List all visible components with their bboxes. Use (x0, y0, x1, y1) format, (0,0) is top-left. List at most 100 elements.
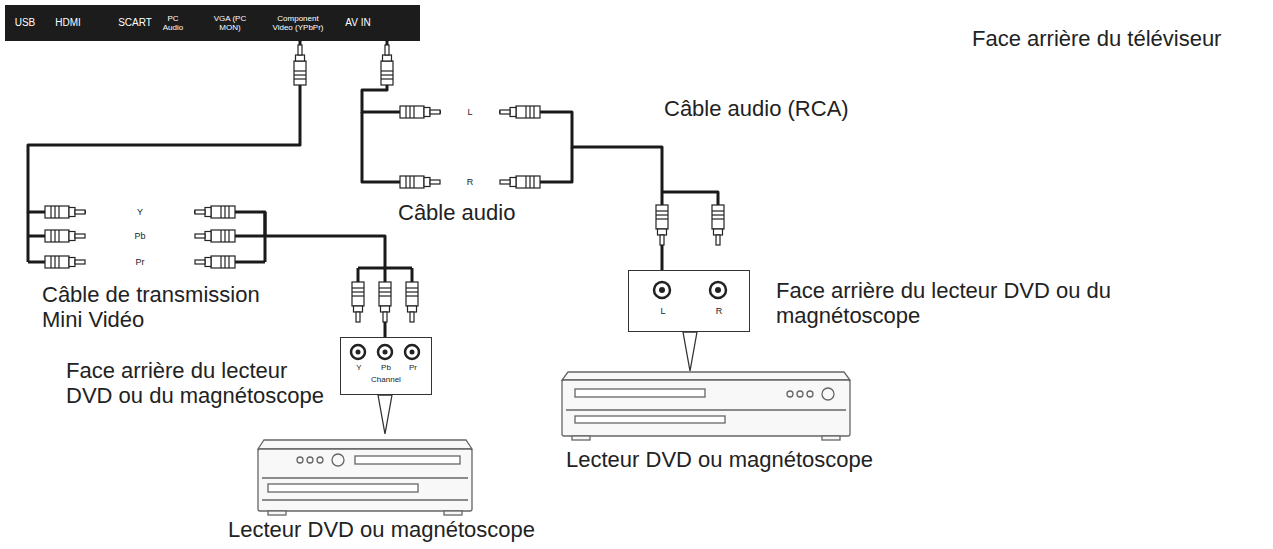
port-label: SCART (118, 17, 152, 29)
rca-jack (351, 345, 365, 359)
port-label: HDMI (55, 17, 81, 29)
player-top (562, 372, 850, 380)
dvd-player (562, 372, 850, 440)
player-knob (332, 454, 344, 466)
panel-caption: Face arrière du téléviseur (972, 26, 1221, 51)
player-button (797, 391, 803, 397)
jack-pin (356, 350, 361, 355)
callout-tail (683, 332, 697, 371)
rca-jacks (351, 282, 726, 359)
cable-split (662, 192, 718, 205)
signal-label: R (466, 177, 475, 187)
rca-plug (195, 206, 235, 218)
cable-split (235, 212, 265, 262)
dvd-rear-panel: LR (628, 270, 750, 332)
jack-label: Y (356, 363, 361, 372)
jack-pins (356, 287, 722, 355)
rca-plug (352, 282, 364, 322)
port-label: AV IN (345, 17, 370, 29)
player-foot (822, 436, 840, 440)
rca-jack (710, 282, 726, 298)
rca-plug (500, 176, 540, 188)
dvd-rear-panel: Y Pb PrChannel (340, 337, 432, 395)
jack-label: R (716, 306, 723, 316)
cable (362, 41, 662, 270)
device-caption: Lecteur DVD ou magnétoscope (566, 447, 873, 472)
panel-caption: Face arrière du lecteur DVD ou du magnét… (66, 358, 326, 409)
jack-pin (715, 287, 721, 293)
player-button (807, 391, 813, 397)
rca-jack (654, 282, 670, 298)
player-slot (575, 389, 705, 397)
rca-jack (405, 345, 419, 359)
port-label: Component Video (YPbPr) (268, 14, 328, 32)
rca-plug (500, 106, 540, 118)
signal-label: Pr (135, 257, 146, 267)
port-label: USB (15, 17, 36, 29)
cable-group (28, 41, 662, 337)
rca-jack (378, 345, 392, 359)
dvd-player (258, 440, 472, 515)
rca-plug (45, 206, 85, 218)
jack-label: Pr (409, 363, 417, 372)
jack-label: Pb (381, 363, 391, 372)
cable-split (540, 147, 572, 182)
player-tray (575, 416, 725, 423)
player-button (787, 391, 793, 397)
cable-gap (441, 104, 499, 120)
callout-tail (378, 395, 392, 434)
player-button (307, 457, 313, 463)
player-line (566, 409, 846, 410)
jack-label: L (660, 306, 665, 316)
player-top (258, 440, 472, 449)
player-slot (355, 456, 460, 464)
jack-label: Channel (371, 375, 401, 384)
player-button (317, 457, 323, 463)
port-label: VGA (PC MON) (210, 14, 250, 32)
cable-split (358, 268, 412, 282)
player-tray (268, 484, 418, 492)
rca-plug (45, 256, 85, 268)
player-button (297, 457, 303, 463)
signal-label: Y (136, 207, 144, 217)
rca-plug (381, 45, 393, 85)
rca-plug (712, 205, 724, 245)
rca-plug (195, 256, 235, 268)
port-label: PC Audio (161, 14, 185, 32)
cable-label: Câble de transmission Mini Vidéo (42, 282, 282, 333)
cable-split (28, 212, 45, 262)
rca-plug (294, 45, 306, 85)
signal-label: L (466, 107, 473, 117)
player-foot (444, 511, 462, 515)
jack-pin (383, 350, 388, 355)
rca-plug (45, 230, 85, 242)
rca-plug (400, 106, 440, 118)
rca-plug (406, 282, 418, 322)
rca-plugs (45, 45, 724, 322)
player-foot (572, 436, 590, 440)
player-line (262, 499, 468, 500)
player-front (258, 449, 472, 511)
rca-plug (656, 205, 668, 245)
rca-plug (195, 230, 235, 242)
rca-plug (379, 282, 391, 322)
tv-rear-panel: USB HDMI SCART PC Audio VGA (PC MON) Componen… (5, 5, 420, 41)
device-caption: Lecteur DVD ou magnétoscope (228, 517, 535, 542)
rca-plug (400, 176, 440, 188)
cable-split (362, 112, 400, 182)
signal-label: Pb (133, 231, 146, 241)
cable-wires (28, 112, 718, 282)
player-line (262, 477, 468, 478)
player-front (562, 380, 850, 436)
cable-label: Câble audio (RCA) (664, 96, 849, 121)
jack-pin (659, 287, 665, 293)
panel-caption: Face arrière du lecteur DVD ou du magnét… (776, 278, 1161, 329)
cable-gap (86, 204, 194, 220)
player-foot (268, 511, 286, 515)
jack-pin (410, 350, 415, 355)
cable-label: Câble audio (398, 200, 515, 225)
player-knob (822, 388, 834, 400)
cable (28, 41, 385, 337)
